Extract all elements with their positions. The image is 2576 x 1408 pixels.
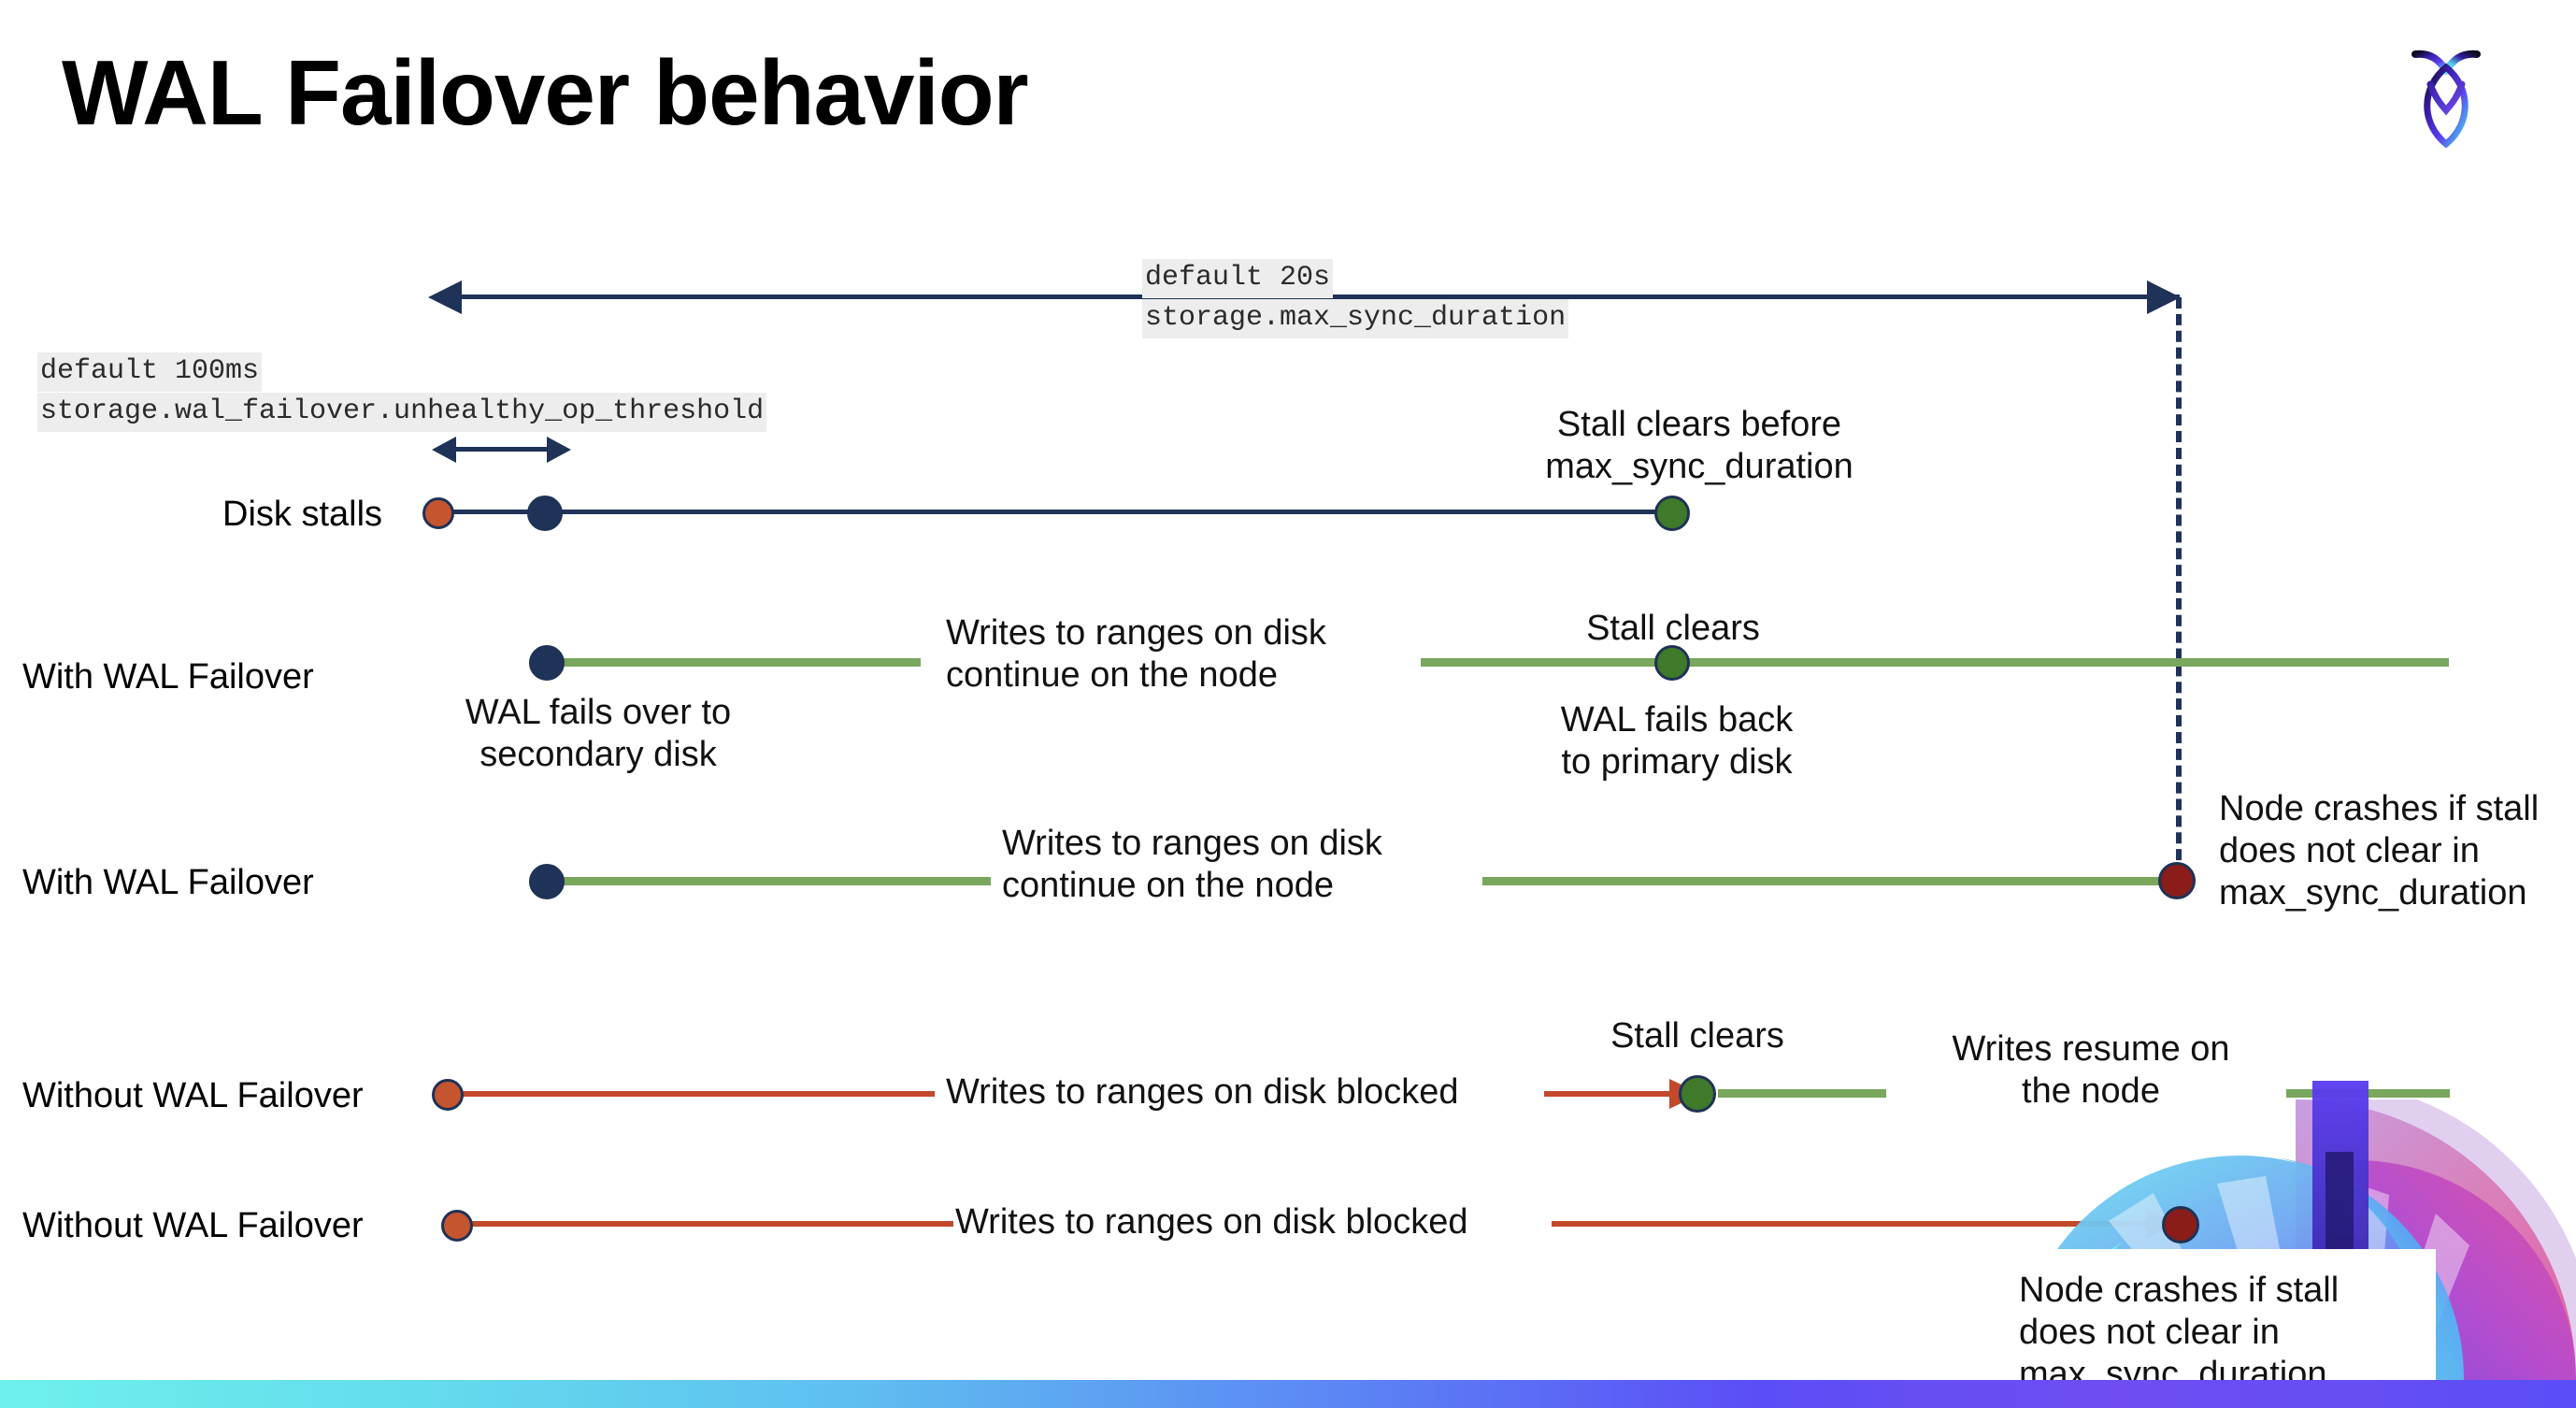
max-sync-duration-left-arrowhead [428,280,462,314]
with-failover-2-node-crash-dot [2158,862,2196,899]
with-failover-1-failover-dot [529,645,565,681]
note-stall-clears-1: Stall clears [1586,609,1760,648]
bottom-gradient-bar [0,1380,2576,1408]
without-failover-2-red-line-left [458,1221,953,1227]
max-sync-duration-dropline [2176,297,2182,877]
disk-stall-clears-dot [1654,496,1690,531]
without-failover-1-stall-start-dot [432,1079,464,1111]
without-failover-1-green-line [1718,1089,1886,1098]
note-stall-clears-2: Stall clears [1610,1016,1784,1056]
note-writes-blocked-2: Writes to ranges on disk blocked [955,1202,1468,1242]
with-failover-2-failover-dot [529,864,565,899]
note-writes-blocked-1: Writes to ranges on disk blocked [946,1072,1459,1112]
with-failover-1-green-line-left [542,658,921,667]
without-failover-2-red-line-right [1552,1221,2154,1227]
note-wal-fails-back-to-primary-disk: WAL fails back to primary disk [1560,700,1794,782]
with-failover-2-green-line-left [542,877,991,885]
row-label-with-wal-failover-2: With WAL Failover [22,863,314,902]
disk-stall-start-dot [422,497,454,529]
row-label-without-wal-failover-1: Without WAL Failover [22,1076,364,1115]
without-failover-1-green-line-far [2286,1089,2450,1098]
note-writes-continue-1: Writes to ranges on disk continue on the… [946,613,1326,695]
max-sync-duration-right-arrowhead [2147,280,2181,314]
max-sync-duration-default-label: default 20s [1142,259,1334,298]
disk-stall-detected-dot [527,496,563,531]
note-writes-continue-2: Writes to ranges on disk continue on the… [1002,824,1382,905]
with-failover-2-green-line-right [1482,877,2176,885]
unhealthy-op-threshold-setting-label: storage.wal_failover.unhealthy_op_thresh… [37,393,767,432]
page-title: WAL Failover behavior [62,41,1029,144]
note-node-crashes-2: Node crashes if stall does not clear in … [2019,1271,2340,1394]
cockroachdb-logo-icon [2385,34,2507,159]
unhealthy-op-threshold-axis-line [455,447,549,452]
unhealthy-op-threshold-right-arrowhead [547,437,571,463]
with-failover-1-stall-clears-dot [1654,645,1690,681]
row-label-with-wal-failover-1: With WAL Failover [22,657,314,697]
max-sync-duration-setting-label: storage.max_sync_duration [1142,299,1569,338]
with-failover-1-green-line-right [1421,658,2449,667]
without-failover-1-stall-clears-dot [1679,1075,1716,1113]
without-failover-1-red-line-right [1544,1091,1675,1097]
without-failover-1-red-line-left [447,1091,935,1097]
row-label-disk-stalls: Disk stalls [222,495,383,534]
note-stall-clears-before-max-sync: Stall clears before max_sync_duration [1545,405,1853,486]
unhealthy-op-threshold-left-arrowhead [432,437,456,463]
without-failover-2-stall-start-dot [441,1210,473,1242]
note-node-crashes-1: Node crashes if stall does not clear in … [2219,789,2540,912]
unhealthy-op-threshold-default-label: default 100ms [37,352,263,392]
row-label-without-wal-failover-2: Without WAL Failover [22,1206,364,1245]
note-wal-fails-over-to-secondary-disk: WAL fails over to secondary disk [465,693,732,774]
without-failover-2-node-crash-dot [2162,1206,2199,1243]
disk-stalls-timeline [437,510,1681,514]
note-writes-resume-on-the-node: Writes resume on the node [1952,1029,2230,1111]
